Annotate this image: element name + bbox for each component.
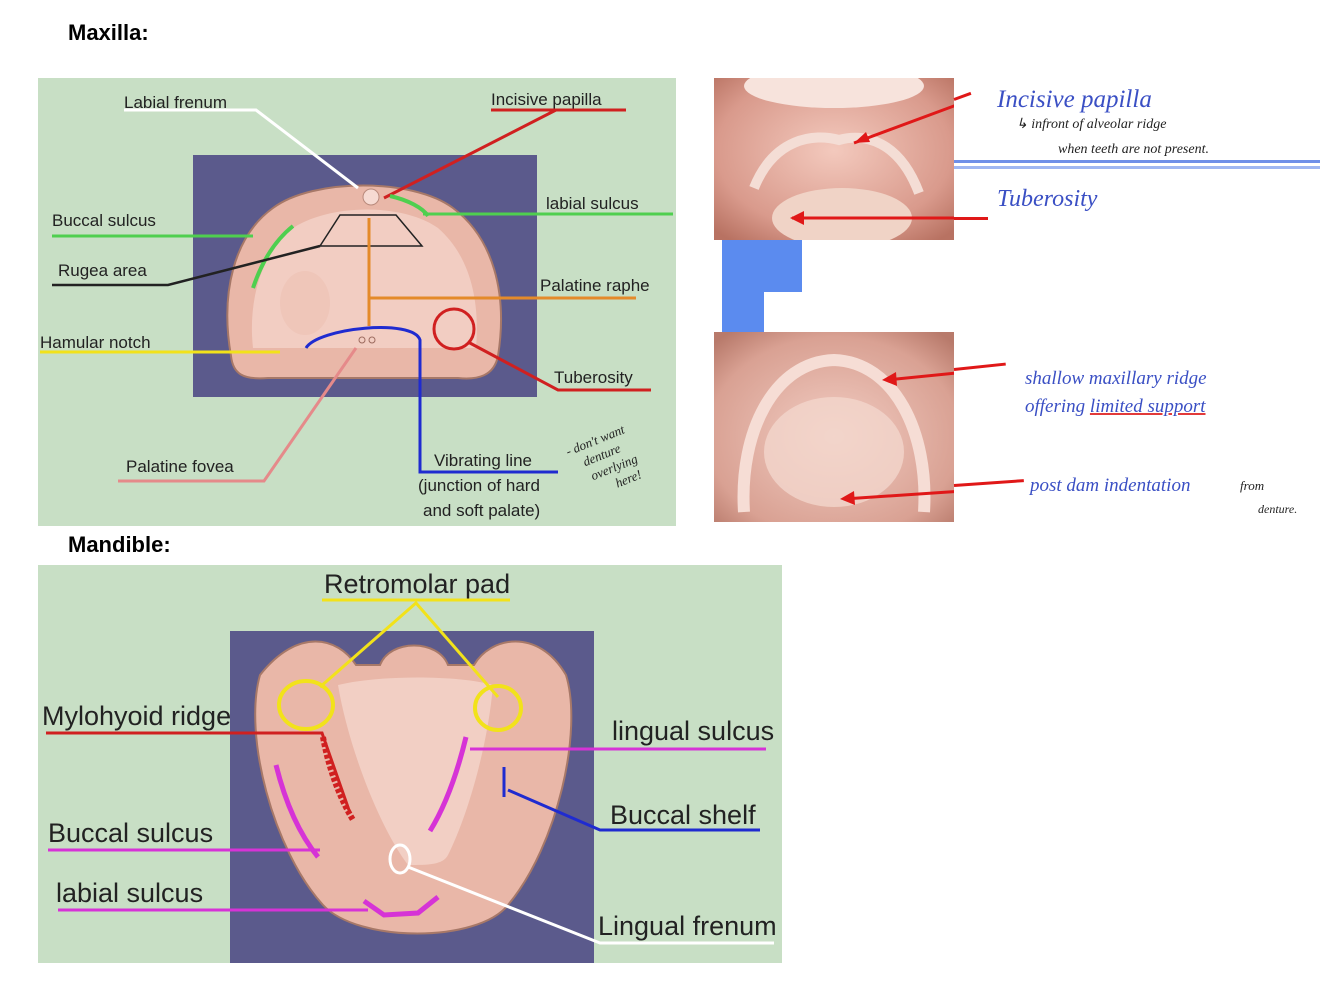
- mandible-diagram-svg: Retromolar pad Mylohyoid ridge lingual s…: [38, 565, 782, 963]
- label-mylohyoid-ridge: Mylohyoid ridge: [42, 701, 231, 731]
- photo-label-post-dam: post dam indentation: [1030, 475, 1191, 496]
- mandible-diagram: Retromolar pad Mylohyoid ridge lingual s…: [38, 565, 782, 963]
- label-palatine-raphe: Palatine raphe: [540, 276, 650, 295]
- photo-note-denture: denture.: [1258, 502, 1298, 516]
- photo-bottom: [714, 332, 1025, 522]
- label-rugea-area: Rugea area: [58, 261, 147, 280]
- photo-label-limited-support: offering limited support: [1025, 396, 1206, 418]
- photo-note-line-2: when teeth are not present.: [1058, 142, 1209, 157]
- photo-label-shallow-ridge: shallow maxillary ridge: [1025, 368, 1207, 389]
- lingual-frenum-circle: [388, 843, 412, 875]
- arrow-tuberosity-head: [790, 211, 804, 225]
- lingual-frenum-line: [407, 865, 774, 945]
- incisive-papilla-line: [383, 108, 557, 200]
- mandible-tongue-space: [338, 677, 493, 865]
- connector-stem: [722, 292, 764, 332]
- photo-bottom-svg: [714, 332, 1025, 522]
- arrow-incisive-head: [854, 132, 870, 143]
- photo-label-limited-support-text: limited support: [1089, 396, 1206, 417]
- retromolar-pad-left: [277, 679, 335, 731]
- label-retromolar-pad: Retromolar pad: [324, 569, 510, 599]
- label-vibrating-line-sub1: (junction of hard: [418, 476, 540, 495]
- photo-label-tuberosity: Tuberosity: [997, 186, 1098, 212]
- tuberosity-line: [467, 340, 651, 392]
- mylohyoid-ridge-mark: [320, 736, 356, 822]
- label-labial-sulcus: labial sulcus: [546, 194, 639, 213]
- connector-horizontal-line: [954, 160, 1320, 163]
- maxilla-diagram-svg: Labial frenum Incisive papilla Buccal su…: [38, 78, 676, 526]
- photo-note-from: from: [1240, 478, 1265, 493]
- retromolar-pad-right: [473, 684, 523, 732]
- label-incisive-papilla: Incisive papilla: [491, 90, 602, 109]
- buccal-sulcus-mark-m: [273, 764, 320, 859]
- label-buccal-sulcus-m: Buccal sulcus: [48, 818, 213, 848]
- photo-note-line-1: ↳ infront of alveolar ridge: [1016, 117, 1167, 132]
- maxilla-fovea-right: [368, 336, 376, 344]
- photo-label-incisive-papilla: Incisive papilla: [997, 86, 1152, 113]
- label-lingual-sulcus: lingual sulcus: [612, 716, 774, 746]
- label-labial-sulcus-m: labial sulcus: [56, 878, 203, 908]
- rugea-area-line: [52, 244, 321, 287]
- label-palatine-fovea: Palatine fovea: [126, 457, 234, 476]
- tuberosity-circle: [432, 307, 476, 351]
- arrow-incisive-ext: [953, 91, 972, 101]
- photo-bottom-ridge: [737, 353, 931, 513]
- label-tuberosity: Tuberosity: [554, 368, 633, 387]
- label-vibrating-line: Vibrating line: [434, 451, 532, 470]
- palatine-fovea-line: [118, 347, 358, 483]
- label-lingual-frenum: Lingual frenum: [598, 911, 777, 941]
- arrow-postdam-ext: [953, 479, 1024, 487]
- vibrating-line: [304, 326, 558, 474]
- labial-frenum-line: [124, 108, 359, 190]
- maxilla-left-tuberosity-bulge: [280, 271, 330, 335]
- label-buccal-shelf: Buccal shelf: [610, 800, 756, 830]
- label-buccal-sulcus: Buccal sulcus: [52, 211, 156, 230]
- arrow-incisive-line: [853, 98, 971, 145]
- label-labial-frenum: Labial frenum: [124, 93, 227, 112]
- photo-top-svg: [714, 64, 988, 248]
- photo-top-ridge: [749, 132, 924, 195]
- labial-sulcus-mark-m: [362, 895, 440, 918]
- photo-label-offering: offering: [1025, 396, 1090, 417]
- arrow-tuberosity-ext: [954, 217, 988, 220]
- rugea-area-outline: [318, 214, 424, 247]
- maxilla-fovea-left: [358, 336, 366, 344]
- arrow-postdam-head: [840, 491, 855, 505]
- maxilla-incisive-bump: [362, 188, 380, 206]
- arrow-ridge-head: [882, 372, 897, 386]
- maxilla-heading: Maxilla:: [68, 20, 149, 45]
- connector-block: [722, 240, 802, 292]
- buccal-shelf-line: [507, 788, 760, 832]
- connector-horizontal-line-2: [954, 166, 1320, 169]
- arrow-ridge-ext: [953, 362, 1006, 371]
- lingual-sulcus-mark: [427, 736, 469, 833]
- label-vibrating-line-sub2: and soft palate): [423, 501, 540, 520]
- maxilla-diagram: Labial frenum Incisive papilla Buccal su…: [38, 78, 676, 526]
- mandible-heading: Mandible:: [68, 532, 171, 557]
- retromolar-lines: [319, 600, 500, 698]
- mylohyoid-line: [46, 731, 352, 814]
- buccal-sulcus-mark: [251, 224, 295, 289]
- label-hamular-notch: Hamular notch: [40, 333, 151, 352]
- photo-note-line-1-text: infront of alveolar ridge: [1031, 117, 1167, 132]
- photo-bottom-palate: [764, 397, 904, 507]
- photo-top: [714, 64, 988, 248]
- labial-sulcus-mark: [389, 194, 430, 218]
